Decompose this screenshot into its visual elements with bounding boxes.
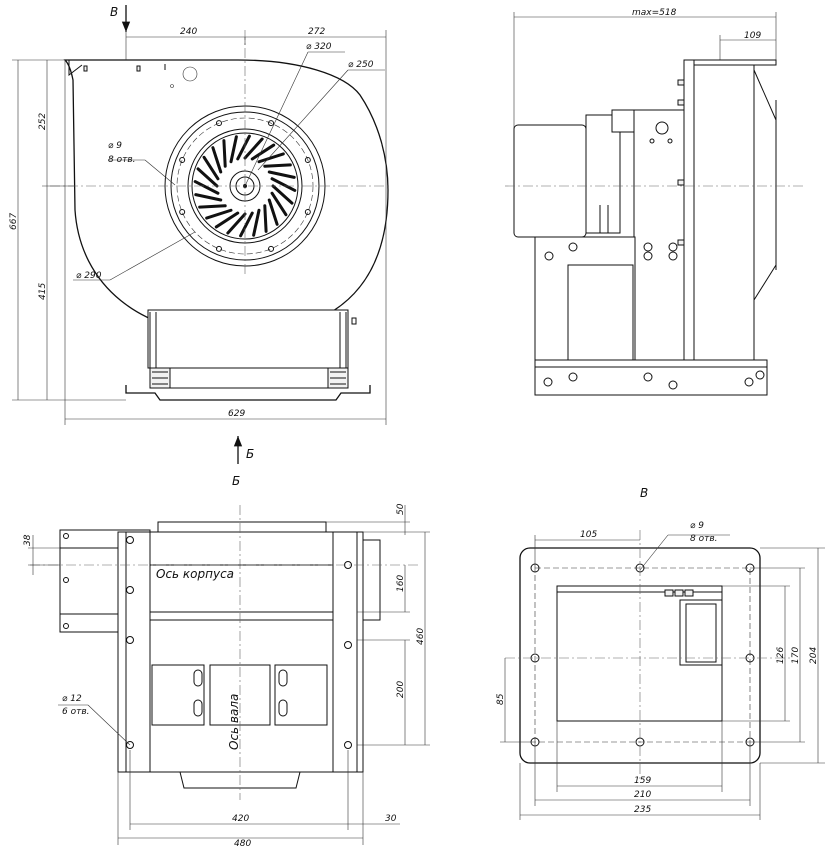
dim-415: 415 [38, 283, 48, 300]
dim-holes-12-count: 6 отв. [62, 707, 90, 717]
inlet-holes [179, 120, 311, 252]
impeller-blade [236, 134, 251, 161]
flange-dim-235: 235 [634, 805, 651, 815]
dim-holes-12: ⌀ 12 [62, 694, 82, 704]
inlet-hole [304, 156, 311, 163]
impeller-blade [239, 211, 254, 238]
dim-460: 460 [416, 628, 426, 645]
flange-dim-holes: ⌀ 9 [690, 521, 704, 531]
impeller-blades [193, 134, 297, 238]
impeller-blade [250, 143, 276, 161]
dim-d320: ⌀ 320 [306, 42, 332, 52]
impeller-blade [270, 191, 288, 217]
motor-body [513, 124, 587, 238]
impeller-blade [270, 177, 297, 192]
dim-holes-9: ⌀ 9 [108, 141, 122, 151]
impeller-blade [202, 155, 220, 181]
dim-max-518: max=518 [632, 8, 677, 18]
impeller-blade [194, 193, 223, 202]
impeller-blade [205, 208, 233, 220]
side-plate [633, 109, 685, 361]
flange-view: В ⌀ 9 8 отв. 105 85 126 170 20 [496, 486, 825, 820]
dim-30: 30 [385, 814, 397, 824]
dim-272: 272 [308, 27, 325, 37]
inlet-hole [268, 120, 275, 127]
dim-420: 420 [232, 814, 249, 824]
inlet-hole [179, 156, 186, 163]
impeller-blade [267, 198, 279, 226]
flange-dim-126: 126 [776, 647, 786, 664]
inlet-hole [179, 209, 186, 216]
dim-d290: ⌀ 290 [76, 271, 102, 281]
impeller-blade [263, 204, 268, 233]
dim-holes-count: 8 отв. [108, 155, 136, 165]
impeller-blade [257, 152, 285, 164]
impeller-blade [263, 163, 292, 168]
dim-d250: ⌀ 250 [348, 60, 374, 70]
flange-dim-159: 159 [634, 776, 651, 786]
impeller-blade [214, 211, 240, 229]
support-frame [147, 309, 349, 369]
dim-160: 160 [396, 575, 406, 592]
flange-dim-85: 85 [496, 693, 506, 705]
inlet-hole [215, 120, 222, 127]
bottom-view: Б Ось корпуса Ось вала [23, 474, 430, 849]
impeller-blade [222, 139, 227, 168]
bottom-view-title: Б [232, 474, 240, 488]
dim-629: 629 [228, 409, 245, 419]
impeller-blade [193, 180, 220, 195]
fan-housing [63, 59, 389, 336]
impeller-blade [252, 208, 261, 237]
dim-38: 38 [23, 534, 33, 546]
dim-200: 200 [396, 681, 406, 698]
dim-252: 252 [38, 113, 48, 130]
view-arrow-v-label: В [110, 5, 118, 19]
view-arrow-b-label: Б [246, 447, 254, 461]
impeller-blade [243, 137, 264, 160]
base-rail [534, 359, 768, 396]
motor-housing [585, 114, 621, 234]
flange-dim-204: 204 [809, 647, 819, 664]
impeller-blade [229, 135, 238, 164]
inlet-hole [268, 245, 275, 252]
impeller-blade [211, 146, 223, 174]
axis-shaft-label: Ось вала [227, 694, 241, 750]
flange-dim-holes-count: 8 отв. [690, 534, 718, 544]
flange-dim-170: 170 [791, 647, 801, 664]
impeller-blade [198, 204, 227, 209]
dim-667: 667 [9, 213, 19, 230]
axis-body-label: Ось корпуса [156, 567, 234, 581]
dim-240: 240 [180, 27, 197, 37]
inlet-hole [304, 209, 311, 216]
impeller-blade [271, 184, 294, 205]
impeller-blade [267, 170, 296, 179]
flange-dim-105: 105 [580, 530, 597, 540]
impeller-blade [196, 167, 219, 188]
flange-dim-210: 210 [634, 790, 651, 800]
impeller-blade [226, 212, 247, 235]
side-view: max=518 109 [505, 8, 805, 396]
front-view: В [9, 5, 392, 464]
dim-480: 480 [234, 839, 251, 849]
dim-109: 109 [744, 31, 761, 41]
flange-view-title: В [640, 486, 648, 500]
inlet-hole [215, 245, 222, 252]
dim-50: 50 [396, 503, 406, 515]
